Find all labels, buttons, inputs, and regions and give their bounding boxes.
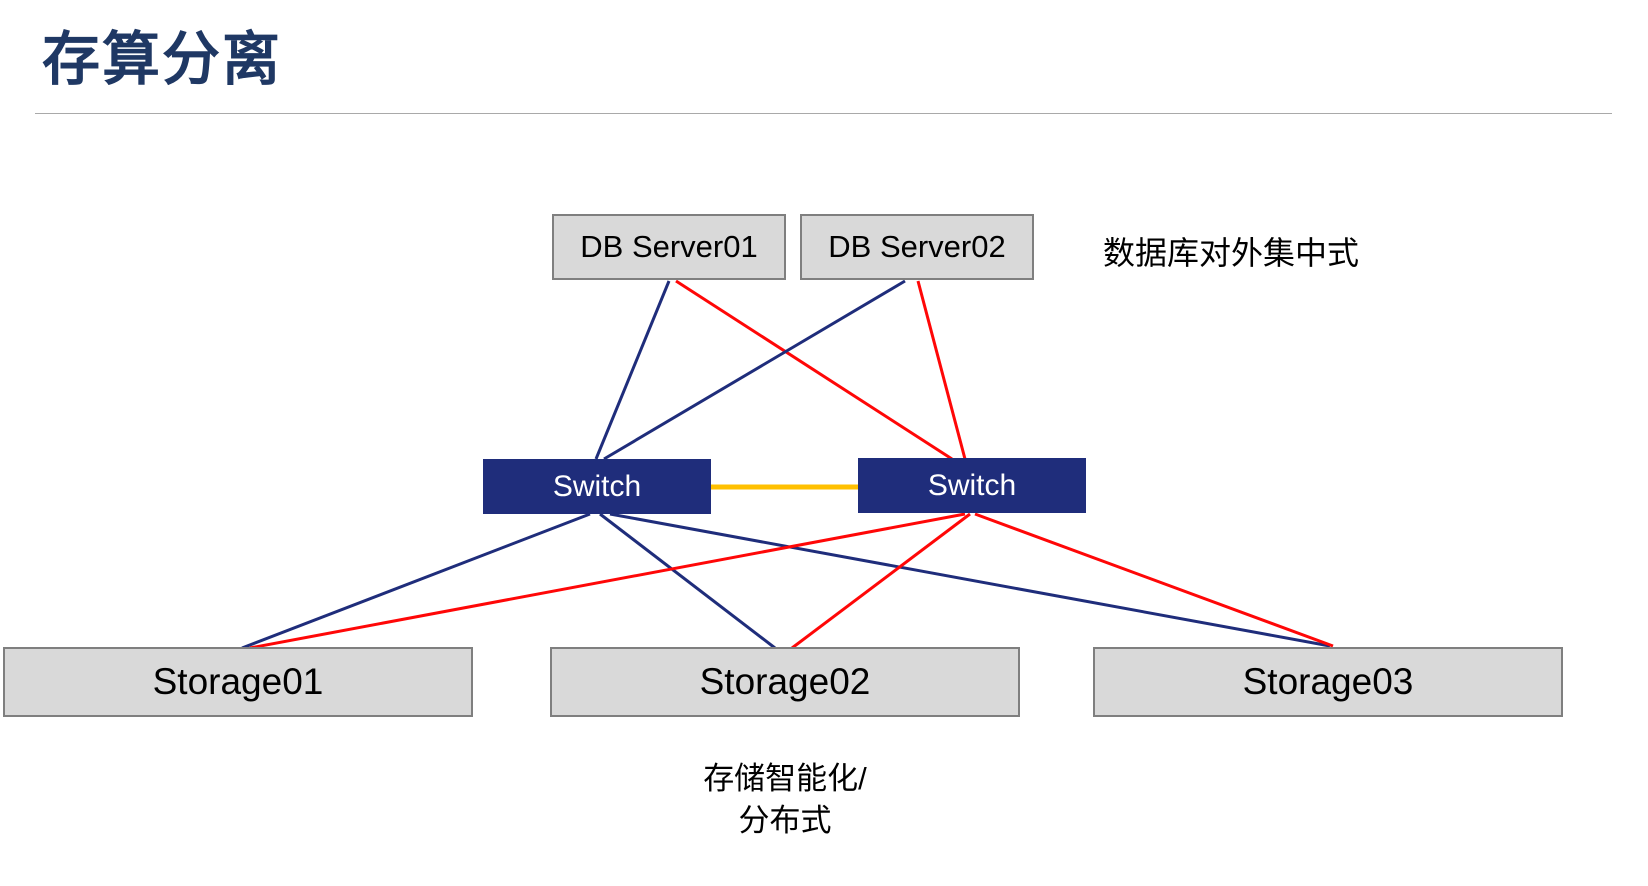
edge-dbserver02-switch1 — [603, 279, 906, 461]
db-centralized-note: 数据库对外集中式 — [1103, 235, 1360, 271]
node-db-server02: DB Server02 — [800, 214, 1034, 280]
storage-note-line2: 分布式 — [738, 802, 832, 838]
edge-dbserver02-switch2 — [916, 280, 967, 460]
edge-switch2-storage01 — [249, 512, 966, 650]
page-title: 存算分离 — [42, 27, 283, 92]
edge-switch2-storage03 — [974, 512, 1334, 648]
edge-switch1-storage03 — [609, 512, 1331, 648]
title-divider — [35, 113, 1612, 114]
node-switch-right: Switch — [858, 458, 1086, 513]
node-storage02: Storage02 — [550, 647, 1020, 717]
edge-dbserver01-switch1 — [594, 280, 671, 460]
edge-switch1-storage02 — [599, 512, 776, 650]
node-storage03: Storage03 — [1093, 647, 1563, 717]
edge-switch1-storage01 — [241, 512, 591, 650]
storage-note-line1: 存储智能化/ — [703, 761, 867, 796]
node-storage01: Storage01 — [3, 647, 473, 717]
storage-note: 存储智能化/ 分布式 — [550, 758, 1020, 842]
edge-dbserver01-switch2 — [675, 279, 953, 461]
edge-switch2-storage02 — [791, 512, 971, 650]
node-db-server01: DB Server01 — [552, 214, 786, 280]
node-switch-left: Switch — [483, 459, 711, 514]
